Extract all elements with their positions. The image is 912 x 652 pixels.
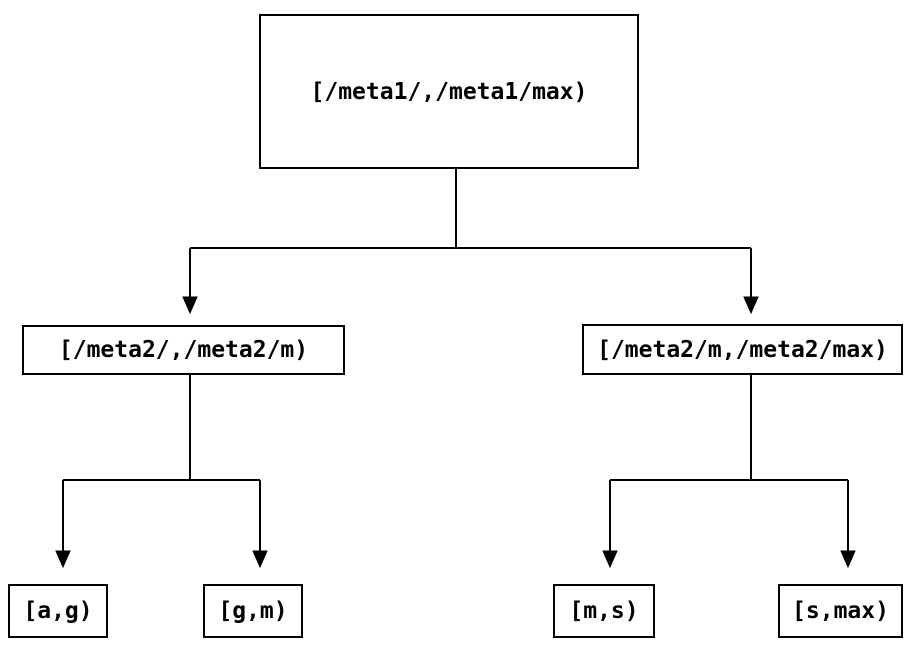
tree-node-right-right: [s,max) <box>778 584 903 638</box>
tree-node-right-left: [m,s) <box>553 584 655 638</box>
tree-node-left: [/meta2/,/meta2/m) <box>22 325 345 375</box>
tree-node-label: [/meta1/,/meta1/max) <box>310 78 588 105</box>
tree-node-left-left: [a,g) <box>8 584 108 638</box>
tree-node-label: [/meta2/,/meta2/m) <box>58 337 309 363</box>
arrowhead-down-icon <box>182 296 198 315</box>
tree-node-root: [/meta1/,/meta1/max) <box>259 14 639 169</box>
arrowhead-down-icon <box>602 550 618 569</box>
connector-left-children <box>55 375 268 569</box>
arrowhead-down-icon <box>55 550 71 569</box>
tree-node-left-right: [g,m) <box>203 584 303 638</box>
connector-root-children <box>182 169 759 315</box>
tree-node-label: [g,m) <box>218 598 288 624</box>
tree-node-right: [/meta2/m,/meta2/max) <box>582 324 903 375</box>
arrowhead-down-icon <box>743 296 759 315</box>
tree-node-label: [s,max) <box>792 598 889 624</box>
arrowhead-down-icon <box>840 550 856 569</box>
tree-node-label: [m,s) <box>569 598 639 624</box>
connector-right-children <box>602 375 856 569</box>
tree-node-label: [a,g) <box>23 598 93 624</box>
arrowhead-down-icon <box>252 550 268 569</box>
tree-node-label: [/meta2/m,/meta2/max) <box>597 336 888 363</box>
